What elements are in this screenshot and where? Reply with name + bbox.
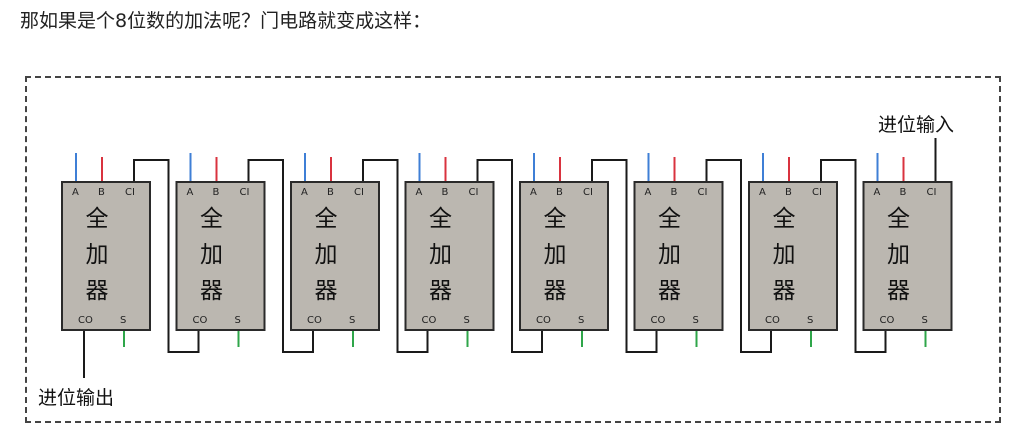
pin-b-label: B xyxy=(98,187,105,198)
pin-s-label: S xyxy=(693,315,699,326)
pin-a-label: A xyxy=(874,187,881,198)
pin-ci-label: CI xyxy=(125,187,135,198)
adder-title-char: 全 xyxy=(658,206,681,232)
adder-title-char: 器 xyxy=(658,278,681,304)
pin-ci-label: CI xyxy=(812,187,822,198)
pin-ci-label: CI xyxy=(698,187,708,198)
adder-box xyxy=(290,181,380,331)
carry-wire-4 xyxy=(476,159,543,353)
adder-title-char: 加 xyxy=(773,242,796,268)
pin-s-label: S xyxy=(464,315,470,326)
adder-title-char: 器 xyxy=(544,278,567,304)
adder-title-char: 器 xyxy=(887,278,910,304)
full-adder-6: A B CI CO S 全加器 xyxy=(633,153,724,347)
carry-in-label: 进位输入 xyxy=(878,114,954,136)
pin-b-label: B xyxy=(900,187,907,198)
pin-co-label: CO xyxy=(536,315,551,326)
pin-a-label: A xyxy=(759,187,766,198)
pin-ci-label: CI xyxy=(354,187,364,198)
full-adder-5: A B CI CO S 全加器 xyxy=(519,153,609,347)
adder-title-char: 器 xyxy=(86,278,109,304)
pin-co-label: CO xyxy=(422,315,437,326)
pin-a-label: A xyxy=(416,187,423,198)
pin-co-label: CO xyxy=(193,315,208,326)
carry-wires xyxy=(83,138,937,378)
full-adder-3: A B CI CO S 全加器 xyxy=(290,153,380,347)
carry-wire-5 xyxy=(591,159,658,353)
pin-ci-label: CI xyxy=(469,187,479,198)
diagram-frame xyxy=(25,76,1001,423)
carry-wire-1 xyxy=(133,159,200,353)
adder-title-char: 加 xyxy=(315,242,338,268)
pin-b-label: B xyxy=(671,187,678,198)
adder-title-char: 全 xyxy=(200,206,223,232)
adder-title-char: 加 xyxy=(544,242,567,268)
pin-a-label: A xyxy=(301,187,308,198)
pin-b-label: B xyxy=(785,187,792,198)
pin-ci-label: CI xyxy=(240,187,250,198)
carry-wire-3 xyxy=(362,159,429,353)
pin-s-label: S xyxy=(120,315,126,326)
adder-title-char: 全 xyxy=(86,206,109,232)
pin-a-label: A xyxy=(187,187,194,198)
pin-s-label: S xyxy=(578,315,584,326)
adder-box xyxy=(748,181,838,331)
full-adder-4: A B CI CO S 全加器 xyxy=(404,153,495,347)
full-adder-8: A B CI CO S 全加器 xyxy=(862,153,953,347)
pin-co-label: CO xyxy=(78,315,93,326)
adder-box xyxy=(862,181,953,331)
pin-co-label: CO xyxy=(307,315,322,326)
adder-title-char: 加 xyxy=(429,242,452,268)
pin-s-label: S xyxy=(235,315,241,326)
pin-s-label: S xyxy=(807,315,813,326)
pin-b-label: B xyxy=(327,187,334,198)
pin-co-label: CO xyxy=(880,315,895,326)
adder-box xyxy=(519,181,609,331)
adder-title-char: 器 xyxy=(773,278,796,304)
adder-title-char: 全 xyxy=(315,206,338,232)
carry-out-label: 进位输出 xyxy=(38,387,114,409)
adder-box xyxy=(404,181,495,331)
pin-b-label: B xyxy=(556,187,563,198)
adder-title-char: 全 xyxy=(773,206,796,232)
pin-a-label: A xyxy=(72,187,79,198)
pin-b-label: B xyxy=(442,187,449,198)
pin-a-label: A xyxy=(530,187,537,198)
adder-title-char: 加 xyxy=(200,242,223,268)
adder-title-char: 器 xyxy=(315,278,338,304)
pin-s-label: S xyxy=(922,315,928,326)
full-adder-7: A B CI CO S 全加器 xyxy=(748,153,838,347)
carry-wire-2 xyxy=(247,159,314,353)
full-adder-2: A B CI CO S 全加器 xyxy=(175,153,266,347)
pin-ci-label: CI xyxy=(927,187,937,198)
adder-box xyxy=(175,181,266,331)
pin-b-label: B xyxy=(213,187,220,198)
adder-title-char: 全 xyxy=(429,206,452,232)
adder-title-char: 器 xyxy=(200,278,223,304)
carry-wire-6 xyxy=(705,159,772,353)
carry-wire-7 xyxy=(820,159,887,353)
adder-title-char: 加 xyxy=(887,242,910,268)
adder-title-char: 加 xyxy=(658,242,681,268)
pin-s-label: S xyxy=(349,315,355,326)
page-heading: 那如果是个8位数的加法呢？门电路就变成这样： xyxy=(20,10,432,32)
adder-title-char: 加 xyxy=(86,242,109,268)
pin-ci-label: CI xyxy=(583,187,593,198)
pin-co-label: CO xyxy=(651,315,666,326)
pin-a-label: A xyxy=(645,187,652,198)
full-adder-1: A B CI CO S 全加器 xyxy=(61,153,151,347)
adder-box xyxy=(633,181,724,331)
adder-title-char: 全 xyxy=(887,206,910,232)
adder-title-char: 全 xyxy=(544,206,567,232)
adder-title-char: 器 xyxy=(429,278,452,304)
pin-co-label: CO xyxy=(765,315,780,326)
adder-box xyxy=(61,181,151,331)
